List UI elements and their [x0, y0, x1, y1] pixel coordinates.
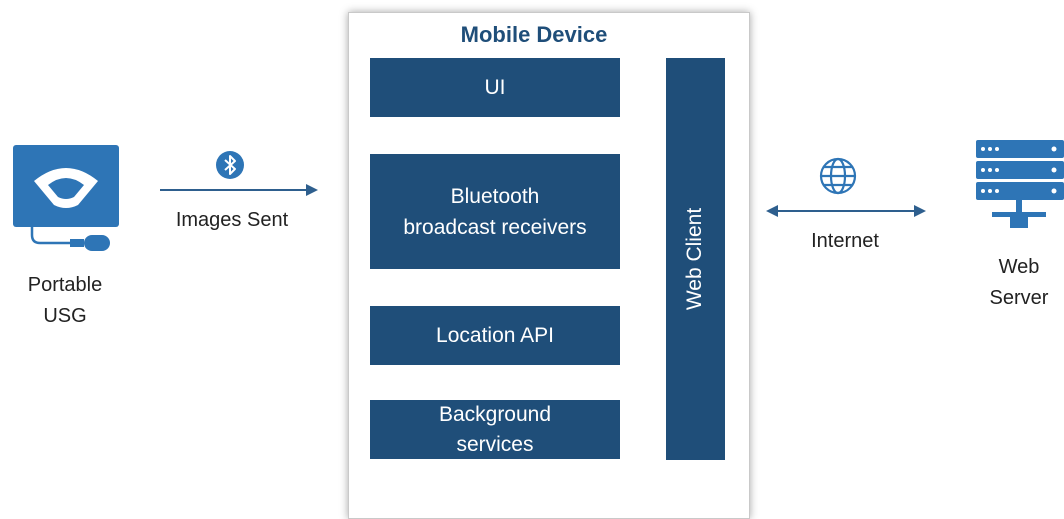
- portable-usg-label: Portable USG: [10, 270, 120, 332]
- internet-arrow: [776, 210, 916, 212]
- bluetooth-icon: [215, 150, 245, 180]
- internet-label: Internet: [811, 230, 879, 252]
- usg-label-line1: Portable: [27, 274, 103, 296]
- ui-block-label: UI: [484, 76, 506, 99]
- internet-arrowhead-left: [766, 205, 778, 217]
- usg-label-line2: USG: [43, 305, 87, 327]
- server-label-line2: Server: [989, 287, 1049, 309]
- web-client-label: Web Client: [683, 207, 707, 311]
- web-server-icon: [974, 138, 1064, 238]
- background-services-label: Background services: [438, 402, 552, 456]
- bluetooth-receivers-label: Bluetooth broadcast receivers: [403, 184, 587, 239]
- portable-usg-icon: [12, 143, 122, 258]
- mobile-device-title: Mobile Device: [460, 22, 608, 47]
- web-server-label: Web Server: [976, 252, 1062, 314]
- web-client-label-wrap: Web Client: [666, 58, 725, 460]
- bluetooth-receivers-block: Bluetooth broadcast receivers: [370, 154, 620, 269]
- internet-arrowhead-right: [914, 205, 926, 217]
- server-label-line1: Web: [998, 256, 1040, 278]
- images-sent-label: Images Sent: [175, 209, 289, 231]
- globe-icon: [818, 156, 858, 196]
- ui-block: UI: [370, 58, 620, 117]
- images-sent-arrow: [160, 189, 308, 191]
- images-sent-arrowhead: [306, 184, 318, 196]
- location-api-block: Location API: [370, 306, 620, 365]
- web-client-block: [666, 58, 725, 460]
- location-api-label: Location API: [436, 324, 554, 347]
- background-services-block: Background services: [370, 400, 620, 459]
